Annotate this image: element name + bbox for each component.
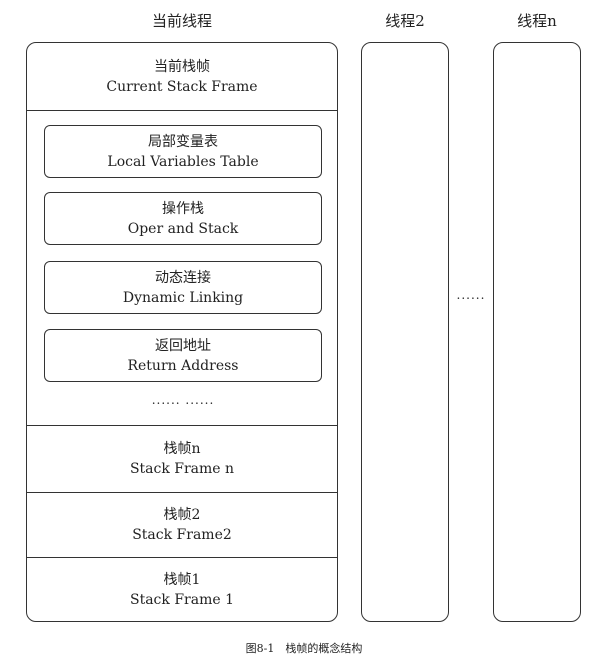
divider <box>27 425 337 426</box>
dynamic-linking: 动态连接 Dynamic Linking <box>44 261 322 314</box>
between-threads-ellipsis: ...... <box>456 288 486 302</box>
current-thread-title: 当前线程 <box>151 12 212 30</box>
return-address: 返回地址 Return Address <box>44 329 322 382</box>
current-stack-frame-label-en: Current Stack Frame <box>106 78 258 95</box>
frame-part-label-cn: 返回地址 <box>155 337 211 354</box>
thread-n-stack <box>493 42 581 622</box>
thread-n-title: 线程n <box>517 12 557 30</box>
divider <box>27 557 337 558</box>
stack-frame-label-en: Stack Frame n <box>129 460 235 477</box>
stack-frame-label-cn: 栈帧2 <box>163 506 201 523</box>
frame-part-label-en: Oper and Stack <box>127 220 239 237</box>
current-stack-frame-label-cn: 当前栈帧 <box>154 58 210 75</box>
stack-frame-label-cn: 栈帧n <box>163 440 201 457</box>
stack-frame-n: 栈帧n Stack Frame n <box>27 425 337 492</box>
thread-2-stack <box>361 42 449 622</box>
frame-part-label-cn: 局部变量表 <box>148 133 218 150</box>
figure-caption: 图8-1 栈帧的概念结构 <box>245 642 363 655</box>
frame-part-label-en: Return Address <box>127 357 239 374</box>
frame-part-label-cn: 操作栈 <box>162 200 204 217</box>
stack-frame-label-en: Stack Frame 1 <box>129 591 234 608</box>
stack-frame-label-cn: 栈帧1 <box>163 571 201 588</box>
current-stack-frame: 当前栈帧 Current Stack Frame <box>27 43 337 110</box>
frame-parts-ellipsis: ...... ...... <box>151 393 215 407</box>
current-thread-stack: 当前栈帧 Current Stack Frame 局部变量表 Local Var… <box>26 42 338 622</box>
thread-2-title: 线程2 <box>385 12 425 30</box>
divider <box>27 492 337 493</box>
frame-part-label-en: Dynamic Linking <box>122 289 244 306</box>
frame-part-label-cn: 动态连接 <box>155 269 211 286</box>
stack-frame-1: 栈帧1 Stack Frame 1 <box>27 557 337 622</box>
stack-frame-label-en: Stack Frame2 <box>132 526 232 543</box>
frame-part-label-en: Local Variables Table <box>107 153 259 170</box>
stack-frame-2: 栈帧2 Stack Frame2 <box>27 492 337 557</box>
local-variables-table: 局部变量表 Local Variables Table <box>44 125 322 178</box>
divider <box>27 110 337 111</box>
operand-stack: 操作栈 Oper and Stack <box>44 192 322 245</box>
